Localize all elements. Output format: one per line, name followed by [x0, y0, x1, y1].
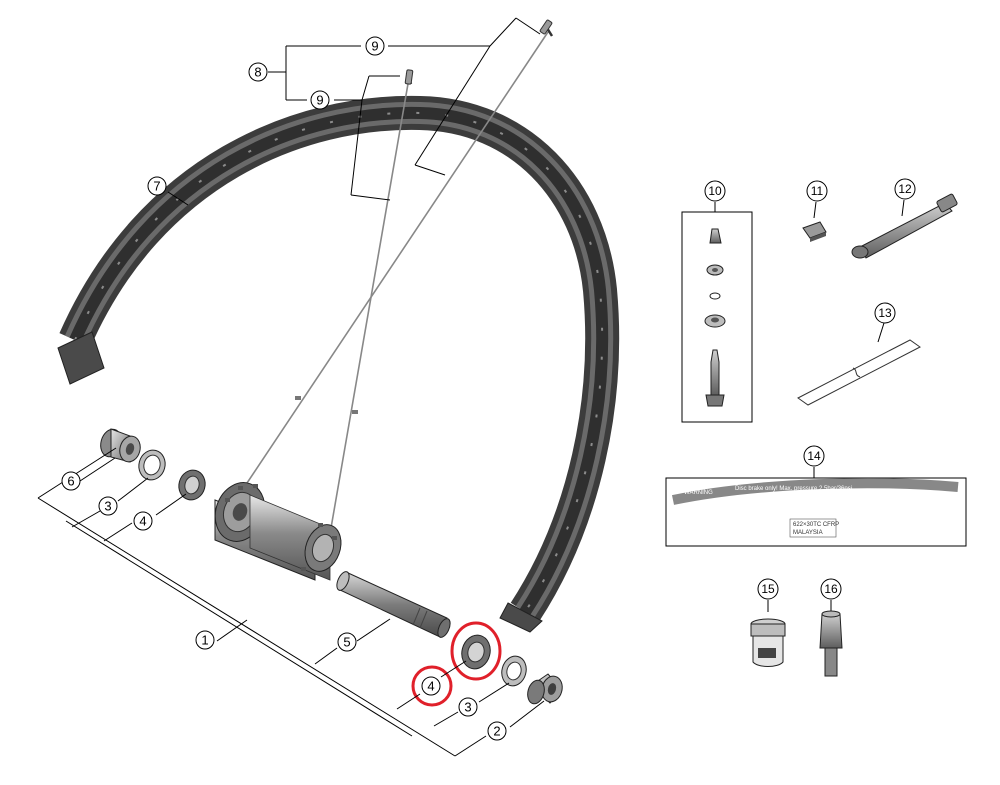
callouts: 1 2 3 3 4 4 5 6 7 8 9 9 10 11 12 13 14 1… [61, 36, 916, 741]
callout-5: 5 [337, 632, 357, 652]
hub-tool [819, 610, 843, 677]
callout-1-label: 1 [201, 633, 208, 648]
callout-3-right: 3 [458, 697, 478, 717]
right-end-cap [527, 673, 563, 705]
callout-16: 16 [820, 578, 842, 600]
rim-tape [797, 339, 921, 406]
spoke-wrench [851, 193, 958, 259]
callout-14-label: 14 [807, 449, 821, 463]
valve-set-box [681, 211, 753, 423]
rim-label-origin: MALAYSIA [793, 530, 823, 536]
callout-9-top: 9 [365, 36, 385, 56]
callout-13-label: 13 [878, 306, 892, 320]
callout-7-label: 7 [153, 179, 160, 194]
hub-axle [336, 571, 451, 638]
callout-6: 6 [61, 471, 81, 491]
callout-4-left: 4 [133, 511, 153, 531]
callout-7: 7 [147, 176, 167, 196]
callout-4-left-label: 4 [139, 514, 146, 529]
callout-10: 10 [704, 180, 726, 202]
rim [57, 95, 620, 633]
hub-body [214, 482, 342, 581]
highlight-ring-callout-4 [411, 665, 453, 707]
callout-12: 12 [894, 178, 916, 200]
callout-13: 13 [874, 302, 896, 324]
left-end-cap [100, 428, 141, 463]
right-dust-cap [501, 655, 527, 687]
callout-3-left-label: 3 [104, 499, 111, 514]
rim-label-spec: 622×30TC CFRP [793, 522, 839, 528]
callout-8-label: 8 [254, 65, 261, 80]
callout-9-bottom-label: 9 [316, 93, 323, 108]
callout-1: 1 [195, 630, 215, 650]
rim-label-warning: WARNING [684, 490, 713, 496]
callout-14: 14 [803, 445, 825, 467]
callout-15-label: 15 [761, 582, 775, 596]
callout-12-label: 12 [898, 182, 912, 196]
callout-8: 8 [248, 62, 268, 82]
rim-label-text: Disc brake only! Max. pressure 2.5bar/36… [735, 486, 852, 492]
rim-tape-clip [802, 221, 827, 242]
spoke-nipples [404, 19, 553, 85]
callout-4-right: 4 [421, 676, 441, 696]
callout-6-label: 6 [67, 474, 74, 489]
callout-5-label: 5 [343, 635, 350, 650]
grease-jar [750, 618, 786, 667]
left-dust-cap [138, 449, 166, 481]
callout-10-label: 10 [708, 184, 722, 198]
callout-3-right-label: 3 [464, 700, 471, 715]
callout-4-right-label: 4 [427, 679, 434, 694]
callout-11-label: 11 [811, 184, 824, 198]
leader-lines [37, 17, 905, 757]
callout-16-label: 16 [824, 582, 838, 596]
highlight-markers [411, 621, 502, 707]
highlight-ring-bearing [450, 621, 502, 681]
callout-2-label: 2 [493, 724, 500, 739]
right-bearing-spacer [461, 634, 491, 670]
callout-9-top-label: 9 [371, 39, 378, 54]
callout-15: 15 [757, 578, 779, 600]
left-bearing-spacer [178, 469, 206, 501]
callout-3-left: 3 [98, 496, 118, 516]
callout-11: 11 [806, 180, 828, 202]
callout-2: 2 [487, 721, 507, 741]
rim-label-sticker: WARNING Disc brake only! Max. pressure 2… [665, 477, 967, 547]
callout-9-bottom: 9 [310, 90, 330, 110]
